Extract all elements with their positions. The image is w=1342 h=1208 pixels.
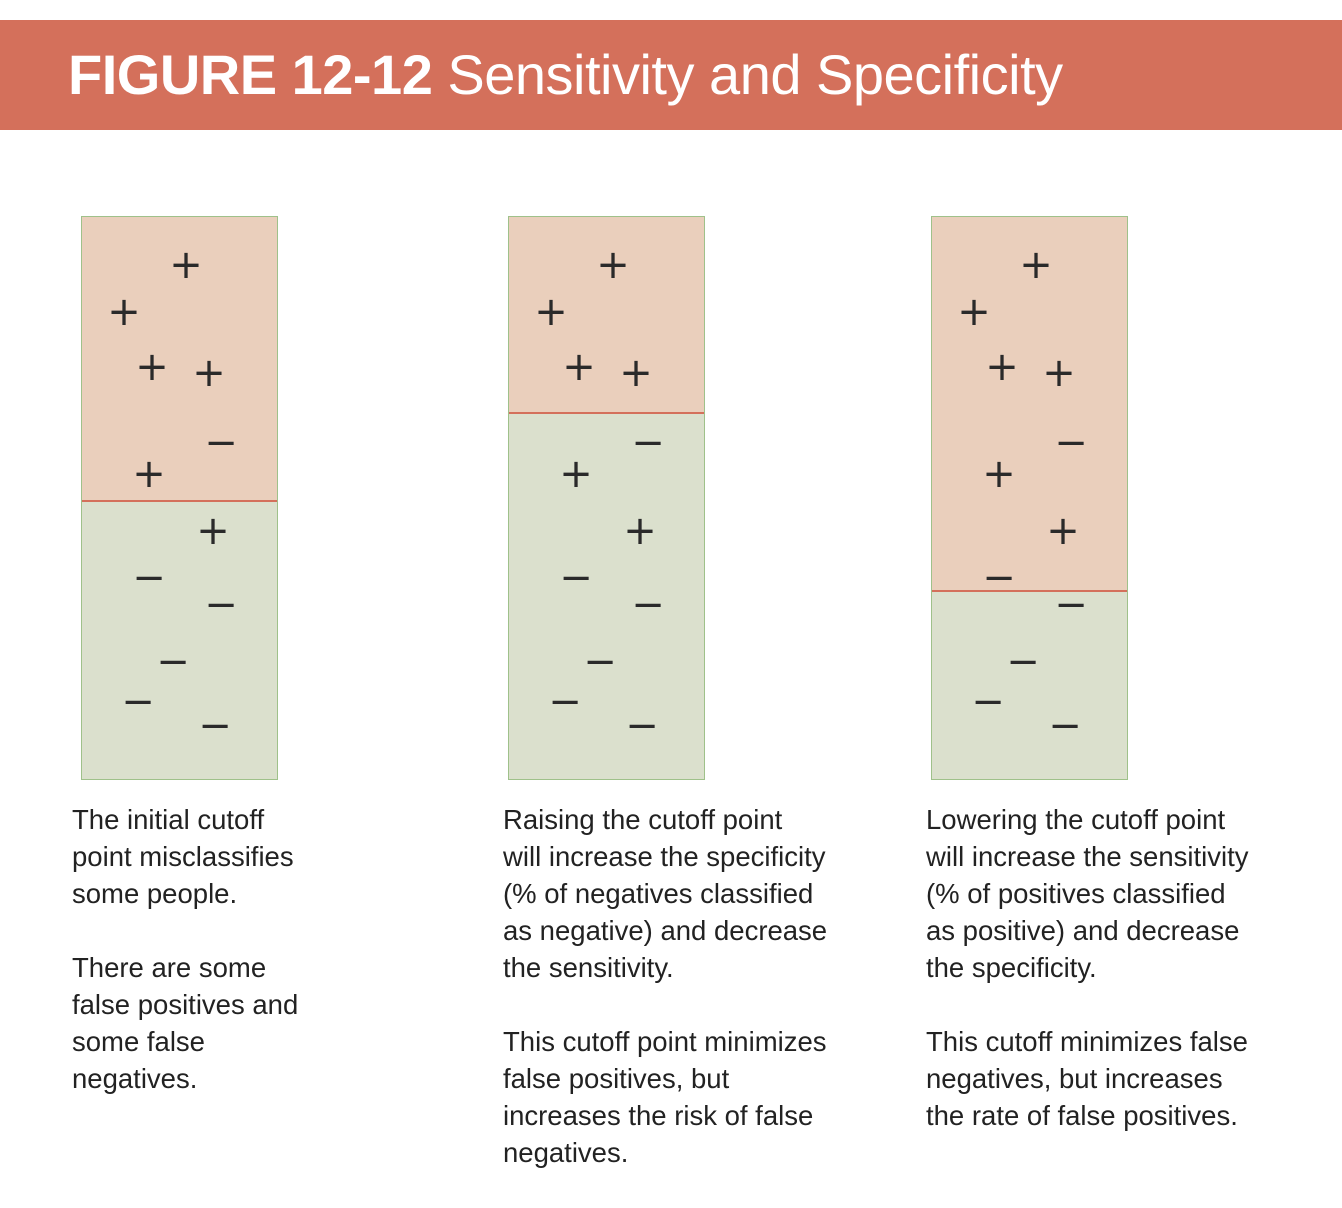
negative-case-marker: − xyxy=(1054,582,1088,628)
positive-case-marker: + xyxy=(135,344,169,390)
caption-paragraph: There are some false positives and some … xyxy=(72,952,299,1094)
negative-case-marker: − xyxy=(132,555,166,601)
negative-case-marker: − xyxy=(971,679,1005,725)
caption-paragraph: The initial cutoff point misclassifies s… xyxy=(72,804,294,909)
figure-label: FIGURE 12-12 xyxy=(68,43,433,106)
positive-case-marker: + xyxy=(107,289,141,335)
panel-initial-cutoff-box: ++++−++−−−−− xyxy=(81,216,278,780)
negative-case-marker: − xyxy=(1054,420,1088,466)
panel-raised-cutoff-caption: Raising the cutoff point will increase t… xyxy=(503,801,903,1208)
positive-case-marker: + xyxy=(982,451,1016,497)
positive-case-marker: + xyxy=(623,508,657,554)
panel-lowered-cutoff-caption: Lowering the cutoff point will increase … xyxy=(926,801,1326,1171)
negative-case-marker: − xyxy=(204,420,238,466)
positive-case-marker: + xyxy=(619,350,653,396)
panel-initial-cutoff-caption: The initial cutoff point misclassifies s… xyxy=(72,801,402,1134)
caption-paragraph: Raising the cutoff point will increase t… xyxy=(503,804,828,983)
negative-case-marker: − xyxy=(583,639,617,685)
negative-case-marker: − xyxy=(1006,639,1040,685)
classified-positive-region xyxy=(509,217,704,414)
positive-case-marker: + xyxy=(559,451,593,497)
caption-paragraph: This cutoff point minimizes false positi… xyxy=(503,1026,827,1168)
negative-case-marker: − xyxy=(559,555,593,601)
positive-case-marker: + xyxy=(169,242,203,288)
caption-paragraph: This cutoff minimizes false negatives, b… xyxy=(926,1026,1248,1131)
positive-case-marker: + xyxy=(596,242,630,288)
positive-case-marker: + xyxy=(1046,508,1080,554)
negative-case-marker: − xyxy=(198,703,232,749)
negative-case-marker: − xyxy=(1048,703,1082,749)
figure-title-text: Sensitivity and Specificity xyxy=(447,43,1063,106)
figure-title: FIGURE 12-12 Sensitivity and Specificity xyxy=(68,42,1063,108)
classified-positive-region xyxy=(932,217,1127,592)
negative-case-marker: − xyxy=(204,582,238,628)
classified-positive-region xyxy=(82,217,277,502)
caption-paragraph: Lowering the cutoff point will increase … xyxy=(926,804,1249,983)
positive-case-marker: + xyxy=(1019,242,1053,288)
panel-lowered-cutoff-box: ++++−++−−−−− xyxy=(931,216,1128,780)
positive-case-marker: + xyxy=(957,289,991,335)
panel-raised-cutoff-box: ++++−++−−−−− xyxy=(508,216,705,780)
positive-case-marker: + xyxy=(985,344,1019,390)
figure-banner: FIGURE 12-12 Sensitivity and Specificity xyxy=(0,20,1342,130)
positive-case-marker: + xyxy=(1042,350,1076,396)
negative-case-marker: − xyxy=(548,679,582,725)
negative-case-marker: − xyxy=(121,679,155,725)
positive-case-marker: + xyxy=(132,451,166,497)
negative-case-marker: − xyxy=(631,420,665,466)
negative-case-marker: − xyxy=(631,582,665,628)
negative-case-marker: − xyxy=(625,703,659,749)
positive-case-marker: + xyxy=(196,508,230,554)
negative-case-marker: − xyxy=(982,555,1016,601)
positive-case-marker: + xyxy=(192,350,226,396)
negative-case-marker: − xyxy=(156,639,190,685)
positive-case-marker: + xyxy=(562,344,596,390)
positive-case-marker: + xyxy=(534,289,568,335)
